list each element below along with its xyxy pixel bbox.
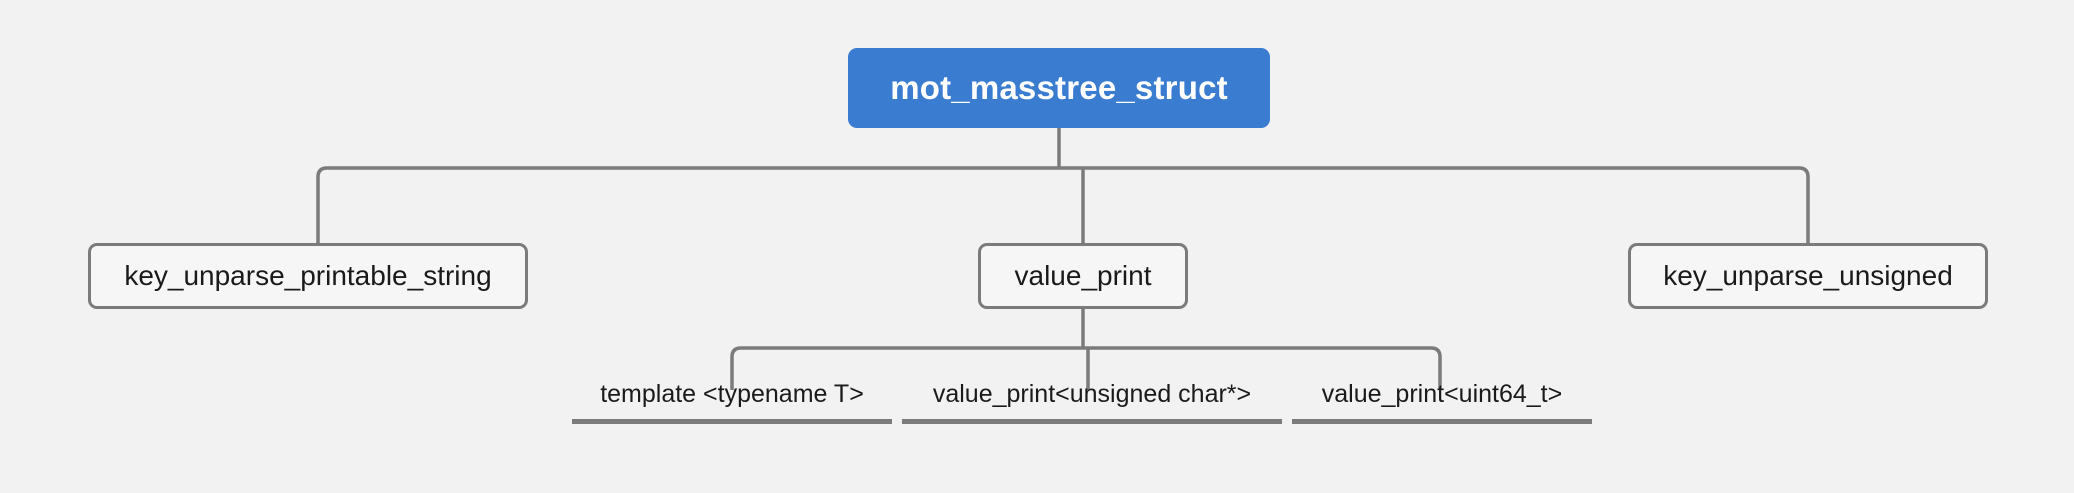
node-value-print-unsigned-char-ptr[interactable]: value_print<unsigned char*> bbox=[902, 380, 1282, 424]
node-key-unparse-printable-string[interactable]: key_unparse_printable_string bbox=[88, 243, 528, 309]
edge-bus-level2 bbox=[730, 346, 1442, 390]
node-label: value_print<unsigned char*> bbox=[932, 380, 1252, 408]
node-root-label: mot_masstree_struct bbox=[890, 69, 1228, 106]
node-value-print[interactable]: value_print bbox=[978, 243, 1188, 309]
node-key-unparse-unsigned[interactable]: key_unparse_unsigned bbox=[1628, 243, 1988, 309]
node-value-print-uint64-t[interactable]: value_print<uint64_t> bbox=[1292, 380, 1592, 424]
node-label: template <typename T> bbox=[600, 380, 864, 408]
node-label: value_print<uint64_t> bbox=[1321, 380, 1563, 408]
node-template-typename-t[interactable]: template <typename T> bbox=[572, 380, 892, 424]
node-mot-masstree-struct[interactable]: mot_masstree_struct bbox=[848, 48, 1270, 128]
node-label: value_print bbox=[1014, 260, 1152, 291]
node-label: key_unparse_unsigned bbox=[1663, 260, 1953, 291]
node-label: key_unparse_printable_string bbox=[124, 260, 492, 291]
edge-bus-level1 bbox=[316, 166, 1810, 245]
